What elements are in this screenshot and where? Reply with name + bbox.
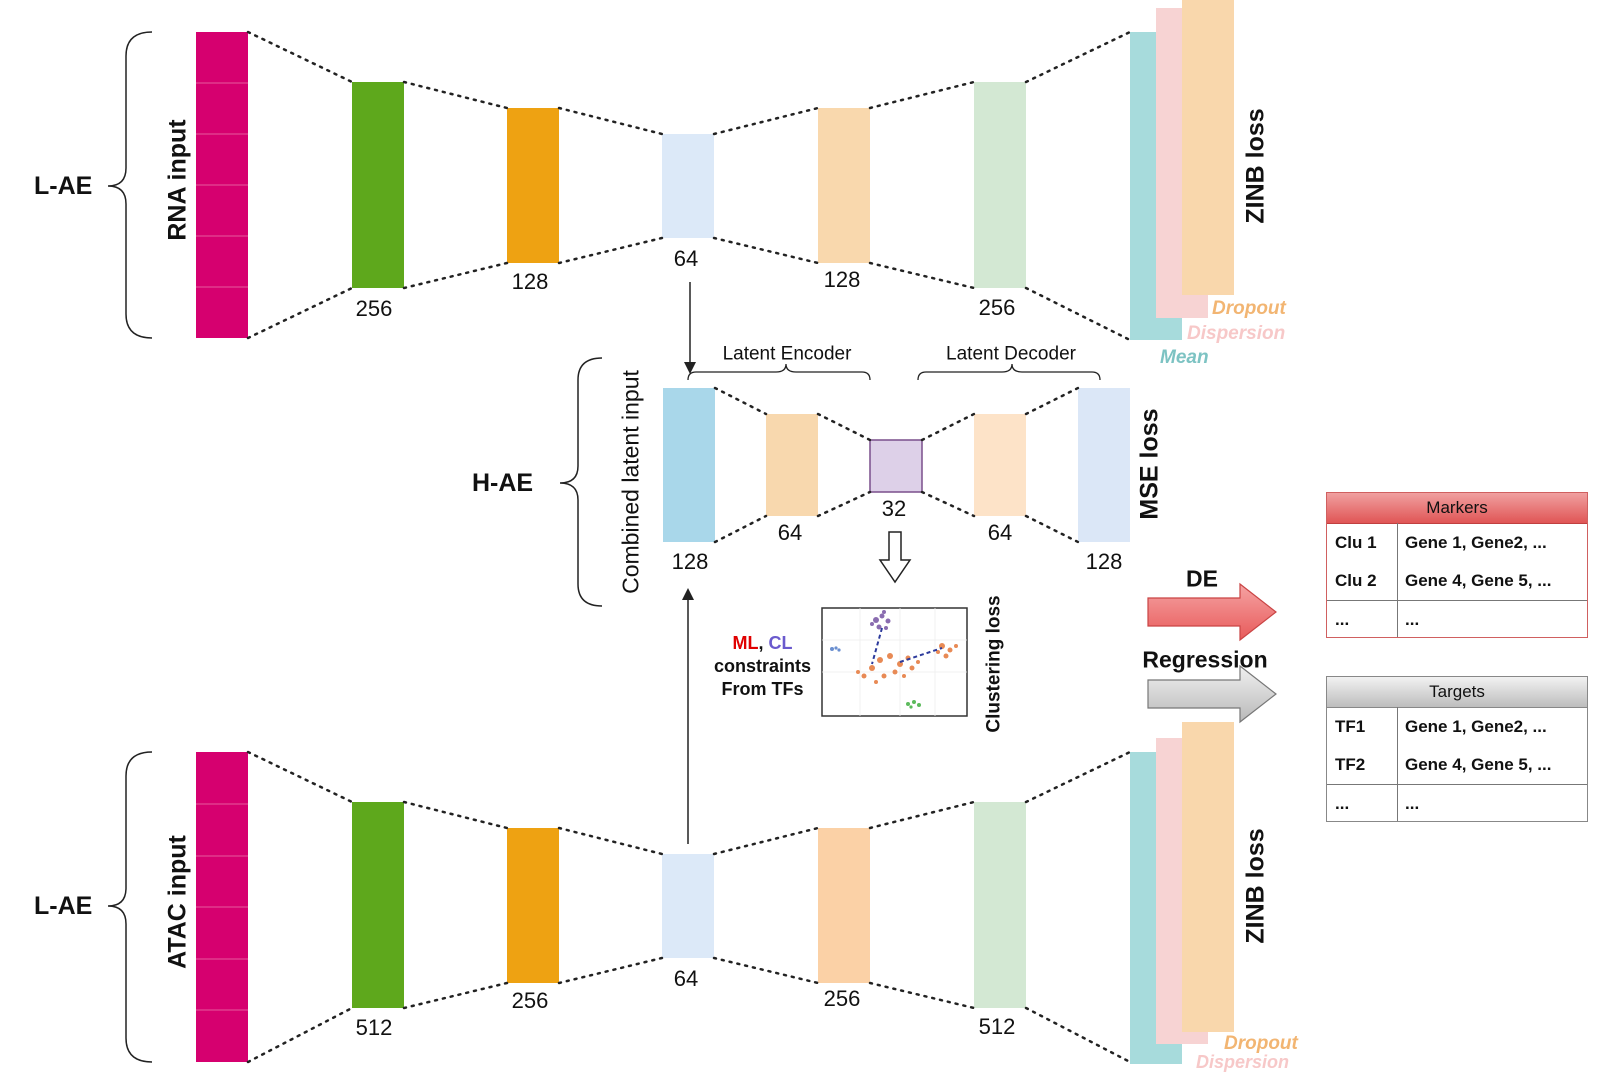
middle-input-label: Combined latent input — [617, 370, 644, 594]
targets-table-header: Targets — [1327, 677, 1587, 708]
ml-label: ML — [732, 633, 759, 653]
hollow-down-arrow — [878, 531, 912, 584]
bottom-dec-layer-1 — [818, 828, 870, 983]
table-cell-key: TF2 — [1335, 755, 1366, 774]
middle-size-4: 64 — [987, 520, 1013, 545]
top-size-2: 128 — [511, 269, 549, 294]
bottom-connections — [246, 750, 1132, 1064]
constraints-label: ML, CL constraints From TFs — [714, 632, 811, 701]
middle-size-5: 128 — [1085, 549, 1123, 574]
table-row: TF2 Gene 4, Gene 5, ... — [1327, 746, 1587, 784]
bottom-lae — [107, 722, 1234, 1064]
top-group-label: L-AE — [34, 172, 93, 200]
h-dec-layer — [974, 414, 1026, 516]
decoder-label: Latent Decoder — [946, 343, 1076, 365]
top-enc-layer-2 — [507, 108, 559, 263]
table-cell-value: ... — [1405, 794, 1420, 813]
ml-cl-separator: , — [758, 633, 764, 653]
top-latent-layer — [662, 134, 714, 238]
top-size-1: 256 — [355, 296, 393, 321]
regression-label: Regression — [1142, 646, 1268, 673]
latent-down-arrow — [684, 282, 696, 374]
middle-size-3: 32 — [881, 496, 907, 521]
bottom-size-2: 256 — [511, 988, 549, 1013]
table-row: ... ... — [1327, 784, 1587, 823]
table-cell-key: ... — [1335, 610, 1350, 629]
markers-table: Markers Clu 1 Gene 1, Gene2, ... Clu 2 G… — [1326, 492, 1588, 638]
table-cell-key: ... — [1335, 794, 1350, 813]
bottom-size-4: 256 — [823, 986, 861, 1011]
regression-arrow — [1147, 664, 1277, 724]
bottom-group-label: L-AE — [34, 892, 93, 920]
bottom-size-3: 64 — [673, 966, 699, 991]
bottom-size-1: 512 — [355, 1015, 393, 1040]
middle-group-label: H-AE — [472, 469, 534, 497]
bottom-dec-layer-2 — [974, 802, 1026, 1008]
table-cell-value: Gene 4, Gene 5, ... — [1405, 571, 1552, 590]
top-size-3: 64 — [673, 246, 699, 271]
h-enc-layer — [766, 414, 818, 516]
table-cell-value: Gene 1, Gene2, ... — [1405, 717, 1547, 736]
decoder-brace — [917, 363, 1101, 381]
top-dropout-label: Dropout — [1212, 298, 1286, 319]
cluster-plot — [821, 607, 968, 717]
bottom-latent-layer — [662, 854, 714, 958]
constraints-line2: constraints — [714, 656, 812, 676]
targets-table: Targets TF1 Gene 1, Gene2, ... TF2 Gene … — [1326, 676, 1588, 822]
table-row: TF1 Gene 1, Gene2, ... — [1327, 708, 1587, 746]
top-dec-layer-1 — [818, 108, 870, 263]
top-input-label: RNA input — [163, 119, 192, 241]
h-out-layer — [1078, 388, 1130, 542]
top-dec-layer-2 — [974, 82, 1026, 288]
top-dropout-layer — [1182, 0, 1234, 295]
table-cell-value: ... — [1405, 610, 1420, 629]
bottom-dropout-layer — [1182, 722, 1234, 1032]
constraints-line3: From TFs — [721, 679, 804, 699]
top-enc-layer-1 — [352, 82, 404, 288]
middle-loss-label: MSE loss — [1135, 408, 1164, 520]
h-latent-layer — [869, 439, 923, 493]
bottom-dropout-label: Dropout — [1224, 1033, 1298, 1054]
bottom-loss-label: ZINB loss — [1241, 828, 1270, 944]
table-row: Clu 1 Gene 1, Gene2, ... — [1327, 524, 1587, 562]
middle-connections — [713, 386, 1080, 544]
bottom-brace — [107, 751, 153, 1063]
top-size-5: 256 — [978, 295, 1016, 320]
table-cell-value: Gene 1, Gene2, ... — [1405, 533, 1547, 552]
middle-brace — [559, 357, 603, 607]
middle-hae — [559, 282, 1130, 844]
top-dispersion-label: Dispersion — [1187, 323, 1286, 344]
de-label: DE — [1186, 565, 1218, 592]
combined-latent-layer — [663, 388, 715, 542]
latent-up-arrow — [682, 588, 694, 844]
table-cell-key: Clu 2 — [1335, 571, 1377, 590]
top-size-4: 128 — [823, 267, 861, 292]
targets-divider — [1397, 707, 1398, 821]
table-row: Clu 2 Gene 4, Gene 5, ... — [1327, 562, 1587, 600]
top-connections — [246, 30, 1132, 342]
markers-table-header: Markers — [1327, 493, 1587, 524]
bottom-size-5: 512 — [978, 1014, 1016, 1039]
middle-size-1: 128 — [671, 549, 709, 574]
encoder-brace — [687, 363, 871, 381]
top-lae — [107, 0, 1234, 342]
bottom-input-label: ATAC input — [163, 835, 192, 969]
top-loss-label: ZINB loss — [1241, 108, 1270, 224]
encoder-label: Latent Encoder — [722, 343, 852, 365]
table-row: ... ... — [1327, 600, 1587, 639]
markers-divider — [1397, 523, 1398, 637]
table-cell-key: Clu 1 — [1335, 533, 1377, 552]
top-brace — [107, 31, 153, 339]
table-cell-value: Gene 4, Gene 5, ... — [1405, 755, 1552, 774]
middle-size-2: 64 — [777, 520, 803, 545]
table-cell-key: TF1 — [1335, 717, 1366, 736]
clustering-loss-label: Clustering loss — [983, 595, 1005, 733]
bottom-enc-layer-1 — [352, 802, 404, 1008]
bottom-dispersion-label: Dispersion — [1196, 1052, 1290, 1072]
top-mean-label: Mean — [1160, 347, 1209, 368]
cl-label: CL — [768, 633, 793, 653]
bottom-enc-layer-2 — [507, 828, 559, 983]
de-arrow — [1147, 582, 1277, 642]
